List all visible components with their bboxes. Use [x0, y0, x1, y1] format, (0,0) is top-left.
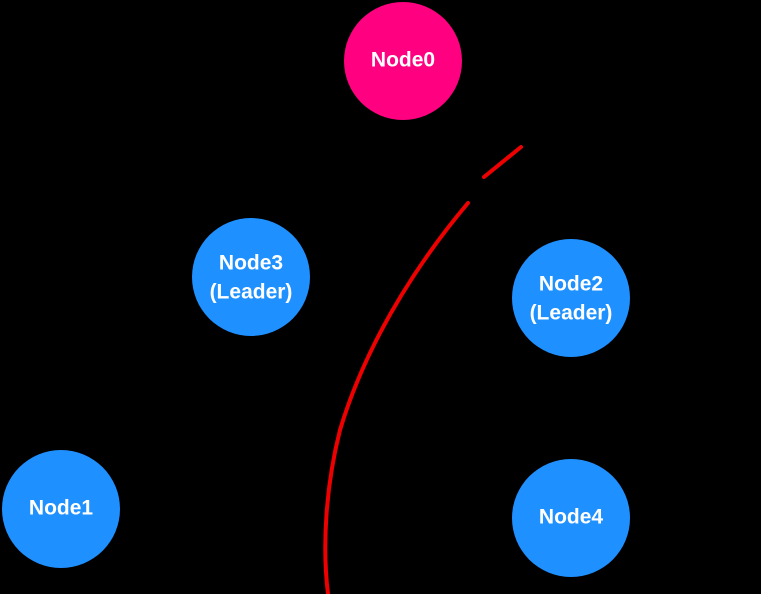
node-role-node2: (Leader) [530, 302, 613, 325]
graph-node-node2[interactable]: Node2 (Leader) [512, 239, 630, 357]
node-circle-node0[interactable] [344, 2, 462, 120]
graph-node-node1[interactable]: Node1 [2, 450, 120, 568]
partition-segment-lower [323, 201, 470, 594]
graph-node-node3[interactable]: Node3 (Leader) [192, 218, 310, 336]
node-circle-node4[interactable] [512, 459, 630, 577]
node-label-node1: Node1 [29, 497, 94, 520]
graph-node-node4[interactable]: Node4 [512, 459, 630, 577]
node-label-node4: Node4 [539, 506, 604, 529]
node-role-node3: (Leader) [210, 281, 293, 304]
network-partition-line [323, 145, 523, 594]
node-circle-node3[interactable] [192, 218, 310, 336]
partition-segment-upper [482, 145, 523, 179]
node-label-node2: Node2 [539, 273, 603, 296]
node-label-node3: Node3 [219, 252, 283, 275]
node-circle-node2[interactable] [512, 239, 630, 357]
node-label-node0: Node0 [371, 49, 435, 72]
graph-node-node0[interactable]: Node0 [344, 2, 462, 120]
node-circle-node1[interactable] [2, 450, 120, 568]
